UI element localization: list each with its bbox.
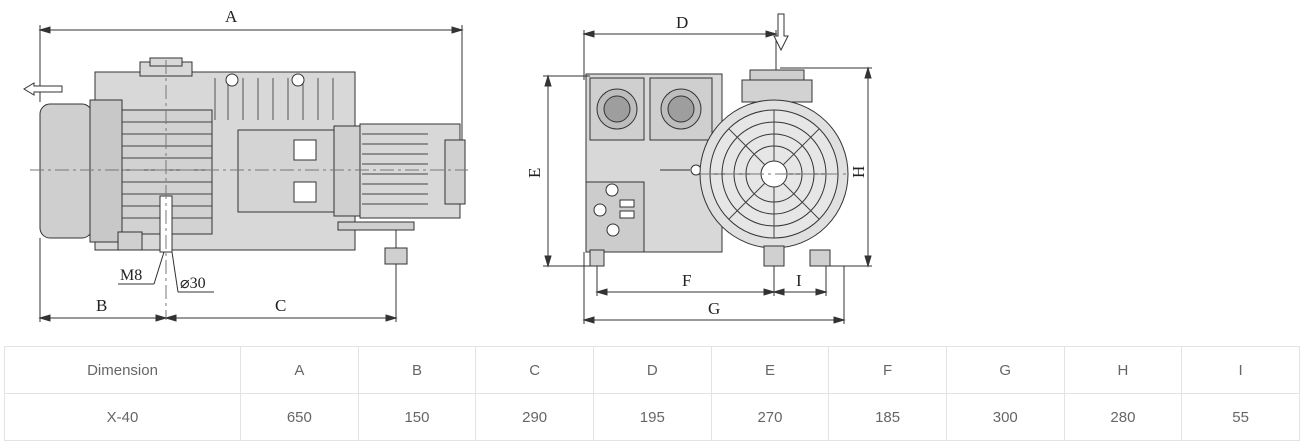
header-cell: H bbox=[1063, 346, 1183, 394]
table-cell: 280 bbox=[1063, 393, 1183, 441]
table-cell: 185 bbox=[828, 393, 947, 441]
label-i: I bbox=[796, 271, 802, 290]
header-cell: F bbox=[828, 346, 947, 394]
header-cell: G bbox=[945, 346, 1065, 394]
label-thread-m8: M8 bbox=[120, 267, 142, 284]
header-cell: Dimension bbox=[4, 346, 241, 394]
header-cell: E bbox=[710, 346, 830, 394]
label-d: D bbox=[676, 13, 688, 32]
front-view bbox=[543, 13, 872, 324]
side-view bbox=[23, 25, 468, 322]
header-cell: I bbox=[1181, 346, 1300, 394]
table-row: X-40 650 150 290 195 270 185 300 280 55 bbox=[4, 393, 1300, 441]
table-header-row: Dimension A B C D E F G H I bbox=[4, 346, 1300, 394]
label-f: F bbox=[682, 271, 691, 290]
table-cell: 270 bbox=[710, 393, 830, 441]
header-cell: D bbox=[592, 346, 712, 394]
header-cell: C bbox=[475, 346, 594, 394]
label-h: H bbox=[849, 166, 868, 178]
dimension-table: Dimension A B C D E F G H I X-40 650 150… bbox=[4, 346, 1300, 441]
table-cell: X-40 bbox=[4, 393, 241, 441]
technical-drawing: A B C M8 ⌀30 D E F G H I bbox=[23, 7, 872, 324]
label-e: E bbox=[525, 168, 544, 178]
table-cell: 290 bbox=[475, 393, 594, 441]
table-cell: 300 bbox=[945, 393, 1065, 441]
table-cell: 55 bbox=[1181, 393, 1300, 441]
label-g: G bbox=[708, 299, 720, 318]
header-cell: A bbox=[240, 346, 359, 394]
label-a: A bbox=[225, 7, 238, 26]
table-cell: 195 bbox=[592, 393, 712, 441]
label-b: B bbox=[96, 296, 107, 315]
table-cell: 150 bbox=[357, 393, 477, 441]
label-bore-30: ⌀30 bbox=[180, 275, 206, 292]
table-cell: 650 bbox=[240, 393, 359, 441]
label-c: C bbox=[275, 296, 286, 315]
header-cell: B bbox=[357, 346, 477, 394]
